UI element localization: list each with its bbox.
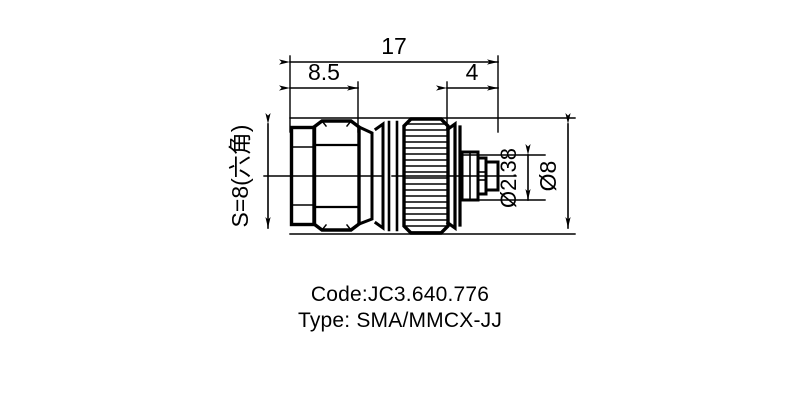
- hex-nut-flat-lines: [312, 143, 361, 209]
- dim-body-diameter: Ø8: [535, 161, 561, 192]
- part-type-label: Type: SMA/MMCX-JJ: [297, 309, 503, 332]
- knurled-barrel: [402, 117, 450, 235]
- groove-wall: [387, 120, 399, 232]
- step-ring: [445, 120, 462, 232]
- dim-sma-length: 8.5: [308, 59, 340, 85]
- dim-mmcx-length: 4: [466, 59, 479, 85]
- hex-chamfer-lines: [320, 119, 353, 232]
- dim-hex-across-flats: S=8(六角): [227, 125, 253, 228]
- dim-pin-diameter: Ø2.38: [496, 148, 521, 208]
- pin-detail-lines: [469, 151, 487, 201]
- knurl-hatching: [405, 123, 447, 232]
- transition-groove: [357, 121, 385, 231]
- flange-collar-detail: [290, 146, 315, 206]
- dim-overall-length: 17: [381, 33, 407, 59]
- part-code-label: Code:JC3.640.776: [310, 283, 490, 306]
- dimension-lines: [265, 59, 571, 229]
